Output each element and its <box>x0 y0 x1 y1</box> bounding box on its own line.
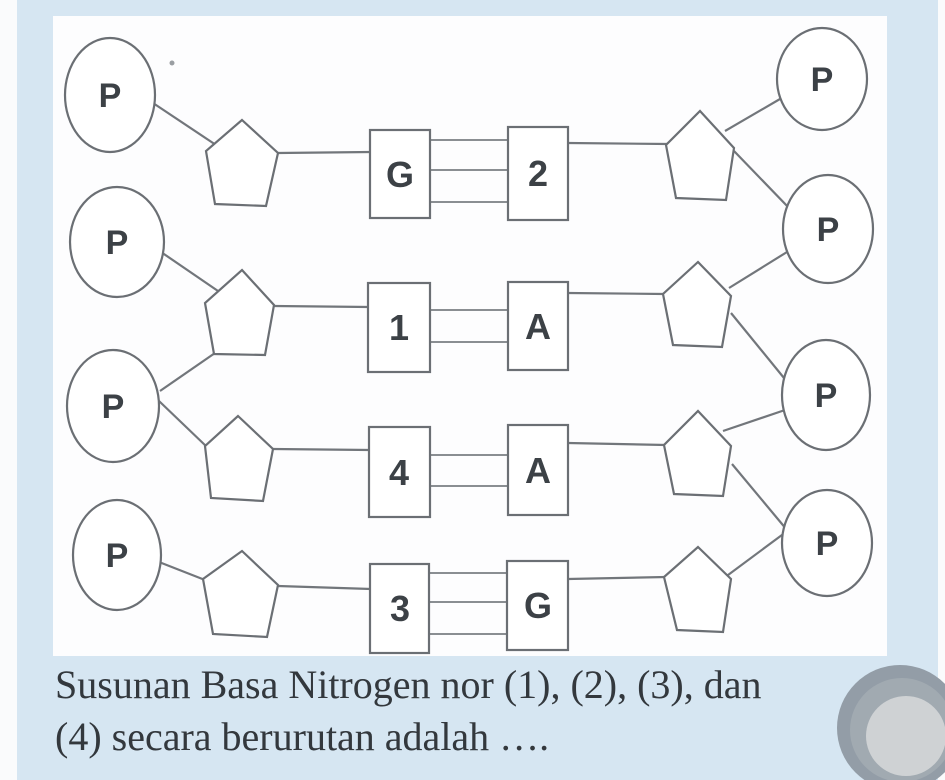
phosphate-label: P <box>106 224 129 262</box>
phosphate-circle-left-3 <box>65 348 161 464</box>
base-label: A <box>525 450 551 491</box>
backbone-bond-line <box>722 408 786 433</box>
backbone-bond-line <box>723 531 787 579</box>
phosphate-label: P <box>106 537 129 575</box>
sugar-pentagon-right-1 <box>664 109 736 202</box>
base-label: G <box>386 154 414 195</box>
question-text-line1: Susunan Basa Nitrogen nor (1), (2), (3),… <box>55 662 762 707</box>
backbone-bond-line <box>731 463 788 531</box>
base-box-left-4 <box>368 562 431 655</box>
backbone-bond-line <box>730 312 785 379</box>
base-box-right-3 <box>506 423 570 517</box>
sugar-pentagon-left-3 <box>203 414 275 503</box>
base-label: 1 <box>389 307 409 348</box>
phosphate-label: P <box>817 211 840 249</box>
sugar-base-connector-line <box>272 447 371 452</box>
sugar-pentagon-left-4 <box>201 549 280 639</box>
phosphate-label: P <box>99 77 122 115</box>
base-box-left-3 <box>367 425 432 519</box>
backbone-bond-line <box>724 98 781 132</box>
backbone-bond-line <box>158 560 206 582</box>
base-label: 3 <box>390 588 410 629</box>
backbone-bond-line <box>733 150 791 210</box>
phosphate-label: P <box>811 61 834 99</box>
phosphate-circle-left-1 <box>63 36 157 154</box>
sugar-pentagon-right-3 <box>662 409 733 498</box>
backbone-bond-line <box>159 352 216 392</box>
sugar-base-connector-line <box>277 150 372 155</box>
sugar-pentagon-right-2 <box>661 260 733 349</box>
sugar-pentagon-right-4 <box>662 545 733 634</box>
sugar-base-connector-line <box>273 304 370 309</box>
phosphate-circle-left-4 <box>71 498 163 612</box>
base-label: 2 <box>528 153 548 194</box>
sugar-base-connector-line <box>567 441 667 447</box>
backbone-bond-line <box>160 251 219 292</box>
page-edge-left <box>0 0 17 780</box>
sugar-base-connector-line <box>277 584 372 591</box>
base-label: A <box>525 306 551 347</box>
base-box-left-2 <box>366 281 432 374</box>
sugar-pentagon-left-2 <box>203 268 276 357</box>
base-box-right-1 <box>506 125 570 222</box>
phosphate-label: P <box>102 388 125 426</box>
sugar-pentagon-left-1 <box>204 118 280 208</box>
dna-diagram-panel <box>53 16 887 656</box>
phosphate-circle-left-2 <box>68 185 166 299</box>
backbone-bond-line <box>728 251 788 289</box>
base-box-right-2 <box>506 280 570 372</box>
watermark-logo-center <box>866 696 945 776</box>
phosphate-circle-right-4 <box>780 488 874 598</box>
ink-speck <box>169 60 175 66</box>
sugar-base-connector-line <box>567 141 669 146</box>
sugar-base-connector-line <box>567 575 667 581</box>
backbone-bond-line <box>149 100 223 150</box>
base-label: G <box>524 585 552 626</box>
question-text-line2: (4) secara berurutan adalah …. <box>55 714 550 759</box>
base-label: 4 <box>389 452 409 493</box>
sugar-base-connector-line <box>567 291 665 296</box>
page-edge-right <box>938 0 945 780</box>
phosphate-circle-right-1 <box>775 26 869 132</box>
phosphate-label: P <box>815 377 838 415</box>
phosphate-circle-right-3 <box>780 338 872 452</box>
phosphate-circle-right-2 <box>781 173 875 285</box>
base-box-left-1 <box>368 128 432 220</box>
phosphate-label: P <box>816 525 839 563</box>
backbone-bond-line <box>158 400 208 448</box>
base-box-right-4 <box>505 559 570 652</box>
